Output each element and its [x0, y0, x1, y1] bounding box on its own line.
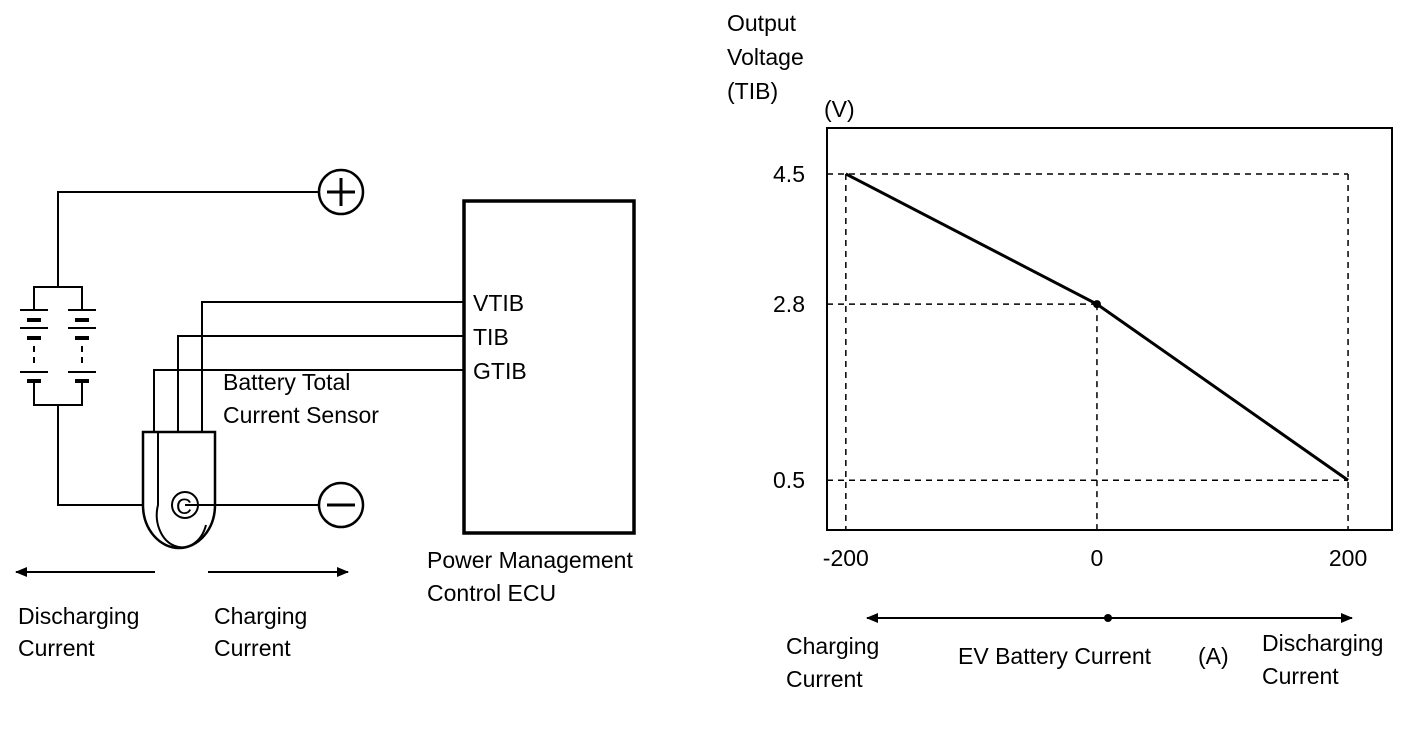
x-left-label-line2: Current — [786, 666, 863, 692]
ecu-label-line2: Control ECU — [427, 580, 556, 606]
x-axis-label: EV Battery Current — [958, 643, 1152, 669]
x-right-label-line2: Current — [1262, 663, 1339, 689]
battery-cells-icon — [20, 309, 96, 383]
ecu-pin-gtib: GTIB — [473, 358, 527, 384]
discharging-label-line2: Current — [18, 635, 95, 661]
current-sensor-icon — [141, 430, 318, 550]
battery-bracket-top — [33, 286, 83, 310]
sensor-label-line2: Current Sensor — [223, 402, 379, 428]
x-left-label-line1: Charging — [786, 633, 879, 659]
y-axis-label-line1: Output — [727, 10, 797, 36]
negative-terminal-icon — [317, 481, 365, 529]
x-tick-label: 200 — [1329, 545, 1367, 571]
y-axis-label-line2: Voltage — [727, 44, 804, 70]
plot-tick-labels: -200 4.5 0 2.8 200 0.5 — [773, 161, 1367, 571]
y-tick-label: 4.5 — [773, 161, 805, 187]
positive-wire — [57, 191, 318, 287]
plot-guides — [827, 173, 1349, 530]
battery-bracket-bottom — [33, 380, 83, 406]
sensor-glyph: C — [176, 494, 192, 519]
x-origin-dot — [1104, 614, 1112, 622]
y-axis-unit: (V) — [824, 96, 855, 122]
ecu-label-line1: Power Management — [427, 547, 633, 573]
charging-label-line1: Charging — [214, 603, 307, 629]
x-axis-unit: (A) — [1198, 643, 1229, 669]
vtib-wire — [201, 301, 464, 432]
plot-frame — [826, 127, 1393, 531]
sensor-signal-wires — [153, 301, 464, 432]
ecu-pin-tib: TIB — [473, 324, 509, 350]
y-tick-label: 0.5 — [773, 467, 805, 493]
tib-wire — [177, 335, 464, 432]
data-point — [1092, 300, 1101, 309]
y-axis-label-line3: (TIB) — [727, 78, 778, 104]
x-right-label-line1: Discharging — [1262, 630, 1383, 656]
ecu-box — [462, 199, 636, 535]
charging-label-line2: Current — [214, 635, 291, 661]
plot-marks — [845, 172, 1349, 482]
discharging-label-line1: Discharging — [18, 603, 139, 629]
y-tick-label: 2.8 — [773, 291, 805, 317]
sensor-label-line1: Battery Total — [223, 369, 350, 395]
x-tick-label: 0 — [1091, 545, 1104, 571]
ecu-pin-vtib: VTIB — [473, 290, 524, 316]
x-tick-label: -200 — [823, 545, 869, 571]
gtib-wire — [153, 369, 464, 432]
positive-terminal-icon — [317, 168, 365, 216]
